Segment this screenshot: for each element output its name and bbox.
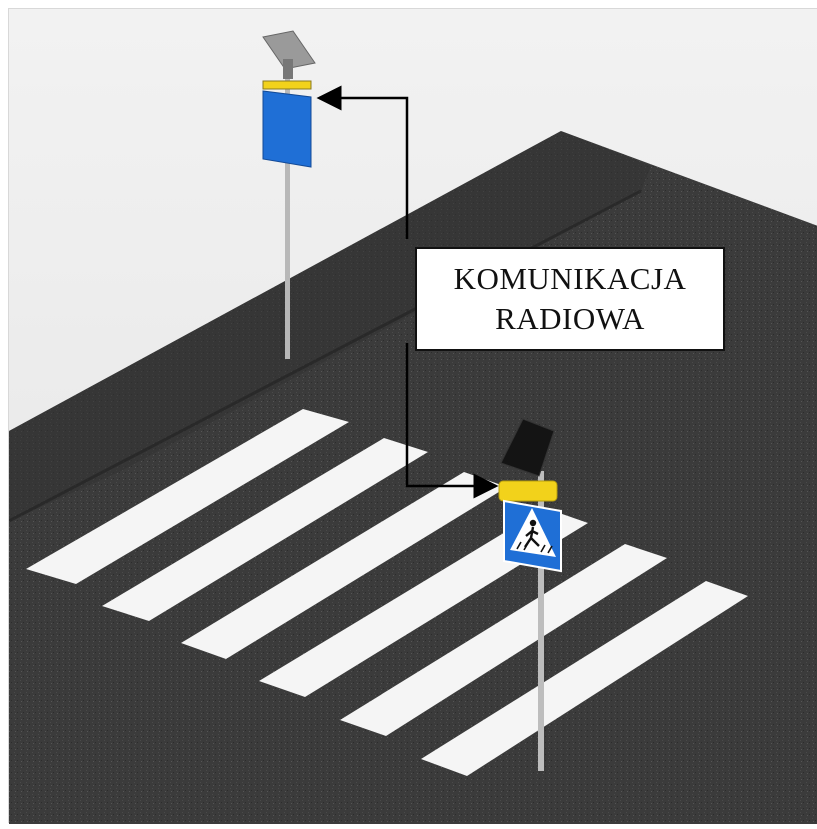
zebra-stripe [421, 581, 748, 776]
arrow-to-back-post [316, 85, 409, 239]
label-line-2: RADIOWA [495, 301, 645, 336]
back-sign-blue [262, 90, 312, 168]
crosswalk-illustration: KOMUNIKACJA RADIOWA [8, 8, 817, 824]
zebra-stripe [181, 472, 507, 659]
pedestrian-figure [524, 526, 540, 548]
curb-edge [8, 189, 642, 523]
label-line-1: KOMUNIKACJA [453, 261, 687, 296]
front-signal-post [498, 418, 562, 771]
zebra-stripe [26, 409, 349, 584]
zebra-stripe [340, 544, 667, 736]
pedestrian-head [529, 519, 537, 527]
zebra-stripe [102, 438, 428, 621]
radio-link-arrows [316, 85, 499, 499]
crosswalk-scene [8, 9, 817, 824]
label-box: KOMUNIKACJA RADIOWA [415, 247, 725, 351]
arrow-to-front-post [405, 343, 499, 499]
solar-panel-icon [262, 30, 316, 70]
curb [9, 131, 651, 521]
back-signal-post [262, 30, 316, 359]
solar-panel-icon [500, 418, 555, 477]
